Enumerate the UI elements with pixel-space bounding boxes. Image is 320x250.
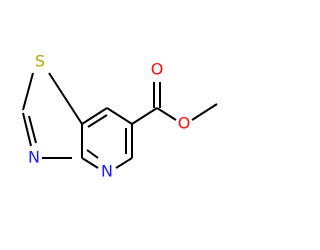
bond-ester-o-methyl [191, 103, 218, 121]
bond-c6-carbonyl-c [131, 107, 158, 125]
bond-s-c2 [22, 72, 34, 111]
structure-canvas: S N N O O [22, 52, 218, 181]
bond-c3a-n4 [81, 157, 99, 169]
bond-c6-c7 [106, 107, 133, 125]
atom-label-carbonyl-oxygen: O [151, 60, 164, 79]
bond-c7-c7a [81, 107, 108, 125]
bond-c3a-n4-double [86, 149, 99, 159]
bond-c2-n3-double [28, 115, 37, 144]
bond-n4-c5 [115, 157, 133, 169]
atom-label-sulfur: S [35, 52, 45, 71]
bond-carbonyl-c-ester-o [156, 107, 177, 121]
bond-c7a-s [48, 72, 83, 125]
bond-c7-c7a-double [87, 114, 108, 128]
atom-label-pyridine-nitrogen: N [101, 162, 113, 181]
bond-c2-n3 [22, 112, 32, 147]
molecule-drawing: S N N O O [22, 52, 218, 181]
atom-label-ester-oxygen: O [178, 114, 191, 133]
atom-label-thiazole-nitrogen: N [28, 148, 40, 167]
